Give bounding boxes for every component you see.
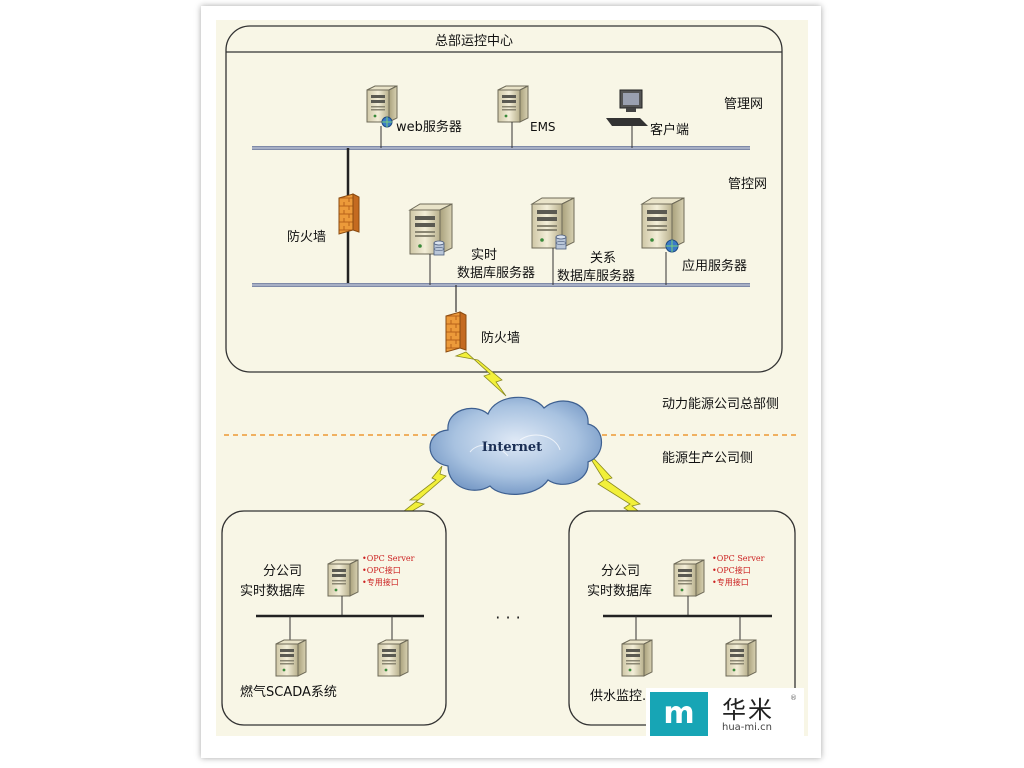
- branch-right-rtdb-icon: [673, 559, 705, 616]
- hq-container: [225, 25, 783, 373]
- internet-label: Internet: [482, 440, 542, 455]
- reldb-label-1: 关系: [590, 251, 616, 266]
- rtdb-label-2: 数据库服务器: [457, 265, 535, 281]
- more-branches-ellipsis: · · ·: [495, 608, 520, 627]
- web-server-label: web服务器: [396, 119, 462, 135]
- branch-left-node-1-icon: [275, 616, 307, 677]
- reldb-server-icon: [531, 197, 575, 285]
- branch-right-opc-1: •OPC接口: [712, 565, 751, 575]
- branch-left-title-2: 实时数据库: [240, 583, 305, 599]
- branch-right-opc-0: •OPC Server: [712, 554, 765, 563]
- branch-right-system: 供水监控...: [590, 689, 654, 704]
- client-pc-icon: [606, 89, 648, 148]
- rtdb-label-1: 实时: [471, 248, 497, 263]
- huami-logo-reg: ®: [790, 694, 797, 702]
- lightning-hq-link: [454, 351, 507, 397]
- hq-side-label: 动力能源公司总部侧: [662, 397, 779, 412]
- ems-server-icon: [497, 85, 529, 148]
- branch-left-opc-1: •OPC接口: [362, 565, 401, 575]
- branch-right-node-2-icon: [725, 616, 757, 677]
- branch-left-rtdb-icon: [327, 559, 359, 616]
- firewall-1-label: 防火墙: [287, 229, 326, 245]
- branch-left-node-2-icon: [377, 616, 409, 677]
- branch-right-title-1: 分公司: [601, 564, 640, 579]
- web-server-icon: [366, 85, 398, 148]
- branch-left-title-1: 分公司: [263, 564, 302, 579]
- rtdb-server-icon: [409, 203, 453, 285]
- branch-left-opc-2: •专用接口: [362, 577, 399, 587]
- client-label: 客户端: [650, 122, 689, 138]
- branch-left-system: 燃气SCADA系统: [240, 684, 337, 700]
- firewall-2-icon: [445, 311, 467, 353]
- branch-right-opc-2: •专用接口: [712, 577, 749, 587]
- huami-logo-name: 华米: [722, 696, 774, 724]
- huami-watermark-logo: m 华米 ® hua-mi.cn: [646, 688, 804, 740]
- ctrl-net-label: 管控网: [728, 177, 767, 192]
- huami-logo-mark: m: [650, 692, 708, 736]
- branch-right-title-2: 实时数据库: [587, 583, 652, 599]
- branch-right-node-1-icon: [621, 616, 653, 677]
- firewall-2-label: 防火墙: [481, 330, 520, 346]
- app-server-label: 应用服务器: [682, 258, 747, 274]
- branch-left-opc-0: •OPC Server: [362, 554, 415, 563]
- hq-title: 总部运控中心: [435, 34, 513, 49]
- internet-cloud-icon: [429, 396, 602, 495]
- ems-label: EMS: [530, 120, 556, 134]
- firewall-1-icon: [338, 193, 360, 235]
- huami-logo-url: hua-mi.cn: [722, 722, 772, 733]
- app-server-icon: [641, 197, 685, 285]
- prod-side-label: 能源生产公司侧: [662, 451, 753, 466]
- mgmt-net-label: 管理网: [724, 97, 763, 112]
- reldb-label-2: 数据库服务器: [557, 268, 635, 284]
